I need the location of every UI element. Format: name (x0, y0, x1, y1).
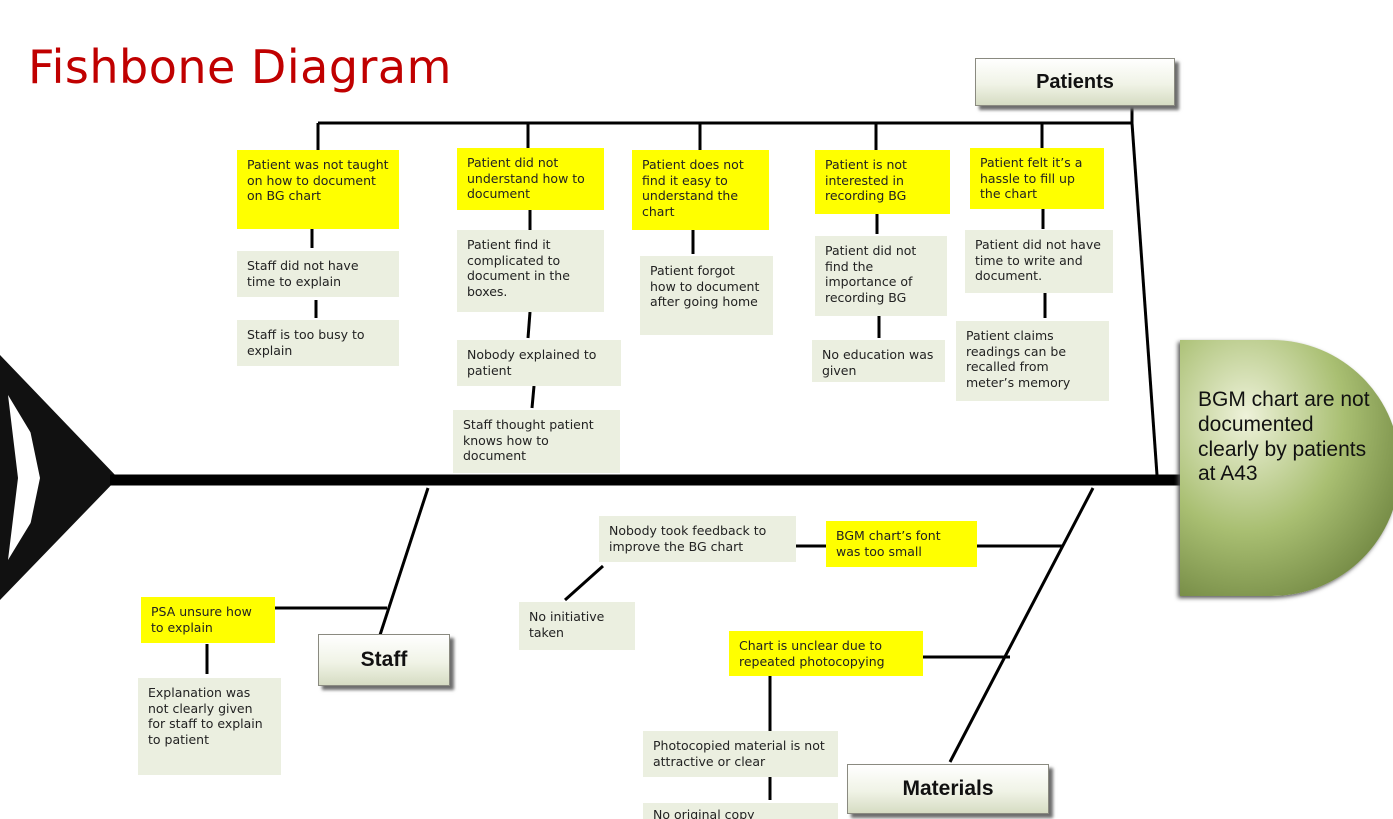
sub-cause-box: Patient forgot how to document after goi… (640, 256, 773, 335)
sub-cause-box: Patient did not have time to write and d… (965, 230, 1113, 293)
sub-cause-box: Staff did not have time to explain (237, 251, 399, 297)
cause-box: Patient does not find it easy to underst… (632, 150, 769, 230)
sub-cause-box: Nobody took feedback to improve the BG c… (599, 516, 796, 562)
cause-box: Patient did not understand how to docume… (457, 148, 604, 210)
category-patients: Patients (975, 58, 1175, 106)
sub-cause-box: Explanation was not clearly given for st… (138, 678, 281, 775)
cause-box: Chart is unclear due to repeated photoco… (729, 631, 923, 676)
sub-cause-box: Patient claims readings can be recalled … (956, 321, 1109, 401)
effect-statement: BGM chart are not documented clearly by … (1198, 388, 1370, 486)
cause-box: PSA unsure how to explain (141, 597, 275, 643)
cause-box: Patient felt it’s a hassle to fill up th… (970, 148, 1104, 209)
page-title: Fishbone Diagram (28, 40, 452, 94)
sub-cause-box: Staff is too busy to explain (237, 320, 399, 366)
sub-cause-box: No education was given (812, 340, 945, 382)
sub-cause-box: Nobody explained to patient (457, 340, 621, 386)
fish-tail-inner (8, 395, 58, 560)
cause-box: BGM chart’s font was too small (826, 521, 977, 567)
category-staff: Staff (318, 634, 450, 686)
category-materials: Materials (847, 764, 1049, 814)
sub-cause-box: No original copy (643, 803, 838, 819)
sub-cause-box: Patient did not find the importance of r… (815, 236, 947, 316)
sub-cause-box: No initiative taken (519, 602, 635, 650)
sub-cause-box: Staff thought patient knows how to docum… (453, 410, 620, 473)
sub-cause-box: Photocopied material is not attractive o… (643, 731, 838, 777)
cause-box: Patient was not taught on how to documen… (237, 150, 399, 229)
cause-box: Patient is not interested in recording B… (815, 150, 950, 214)
fish-head (1180, 340, 1393, 596)
sub-cause-box: Patient find it complicated to document … (457, 230, 604, 312)
